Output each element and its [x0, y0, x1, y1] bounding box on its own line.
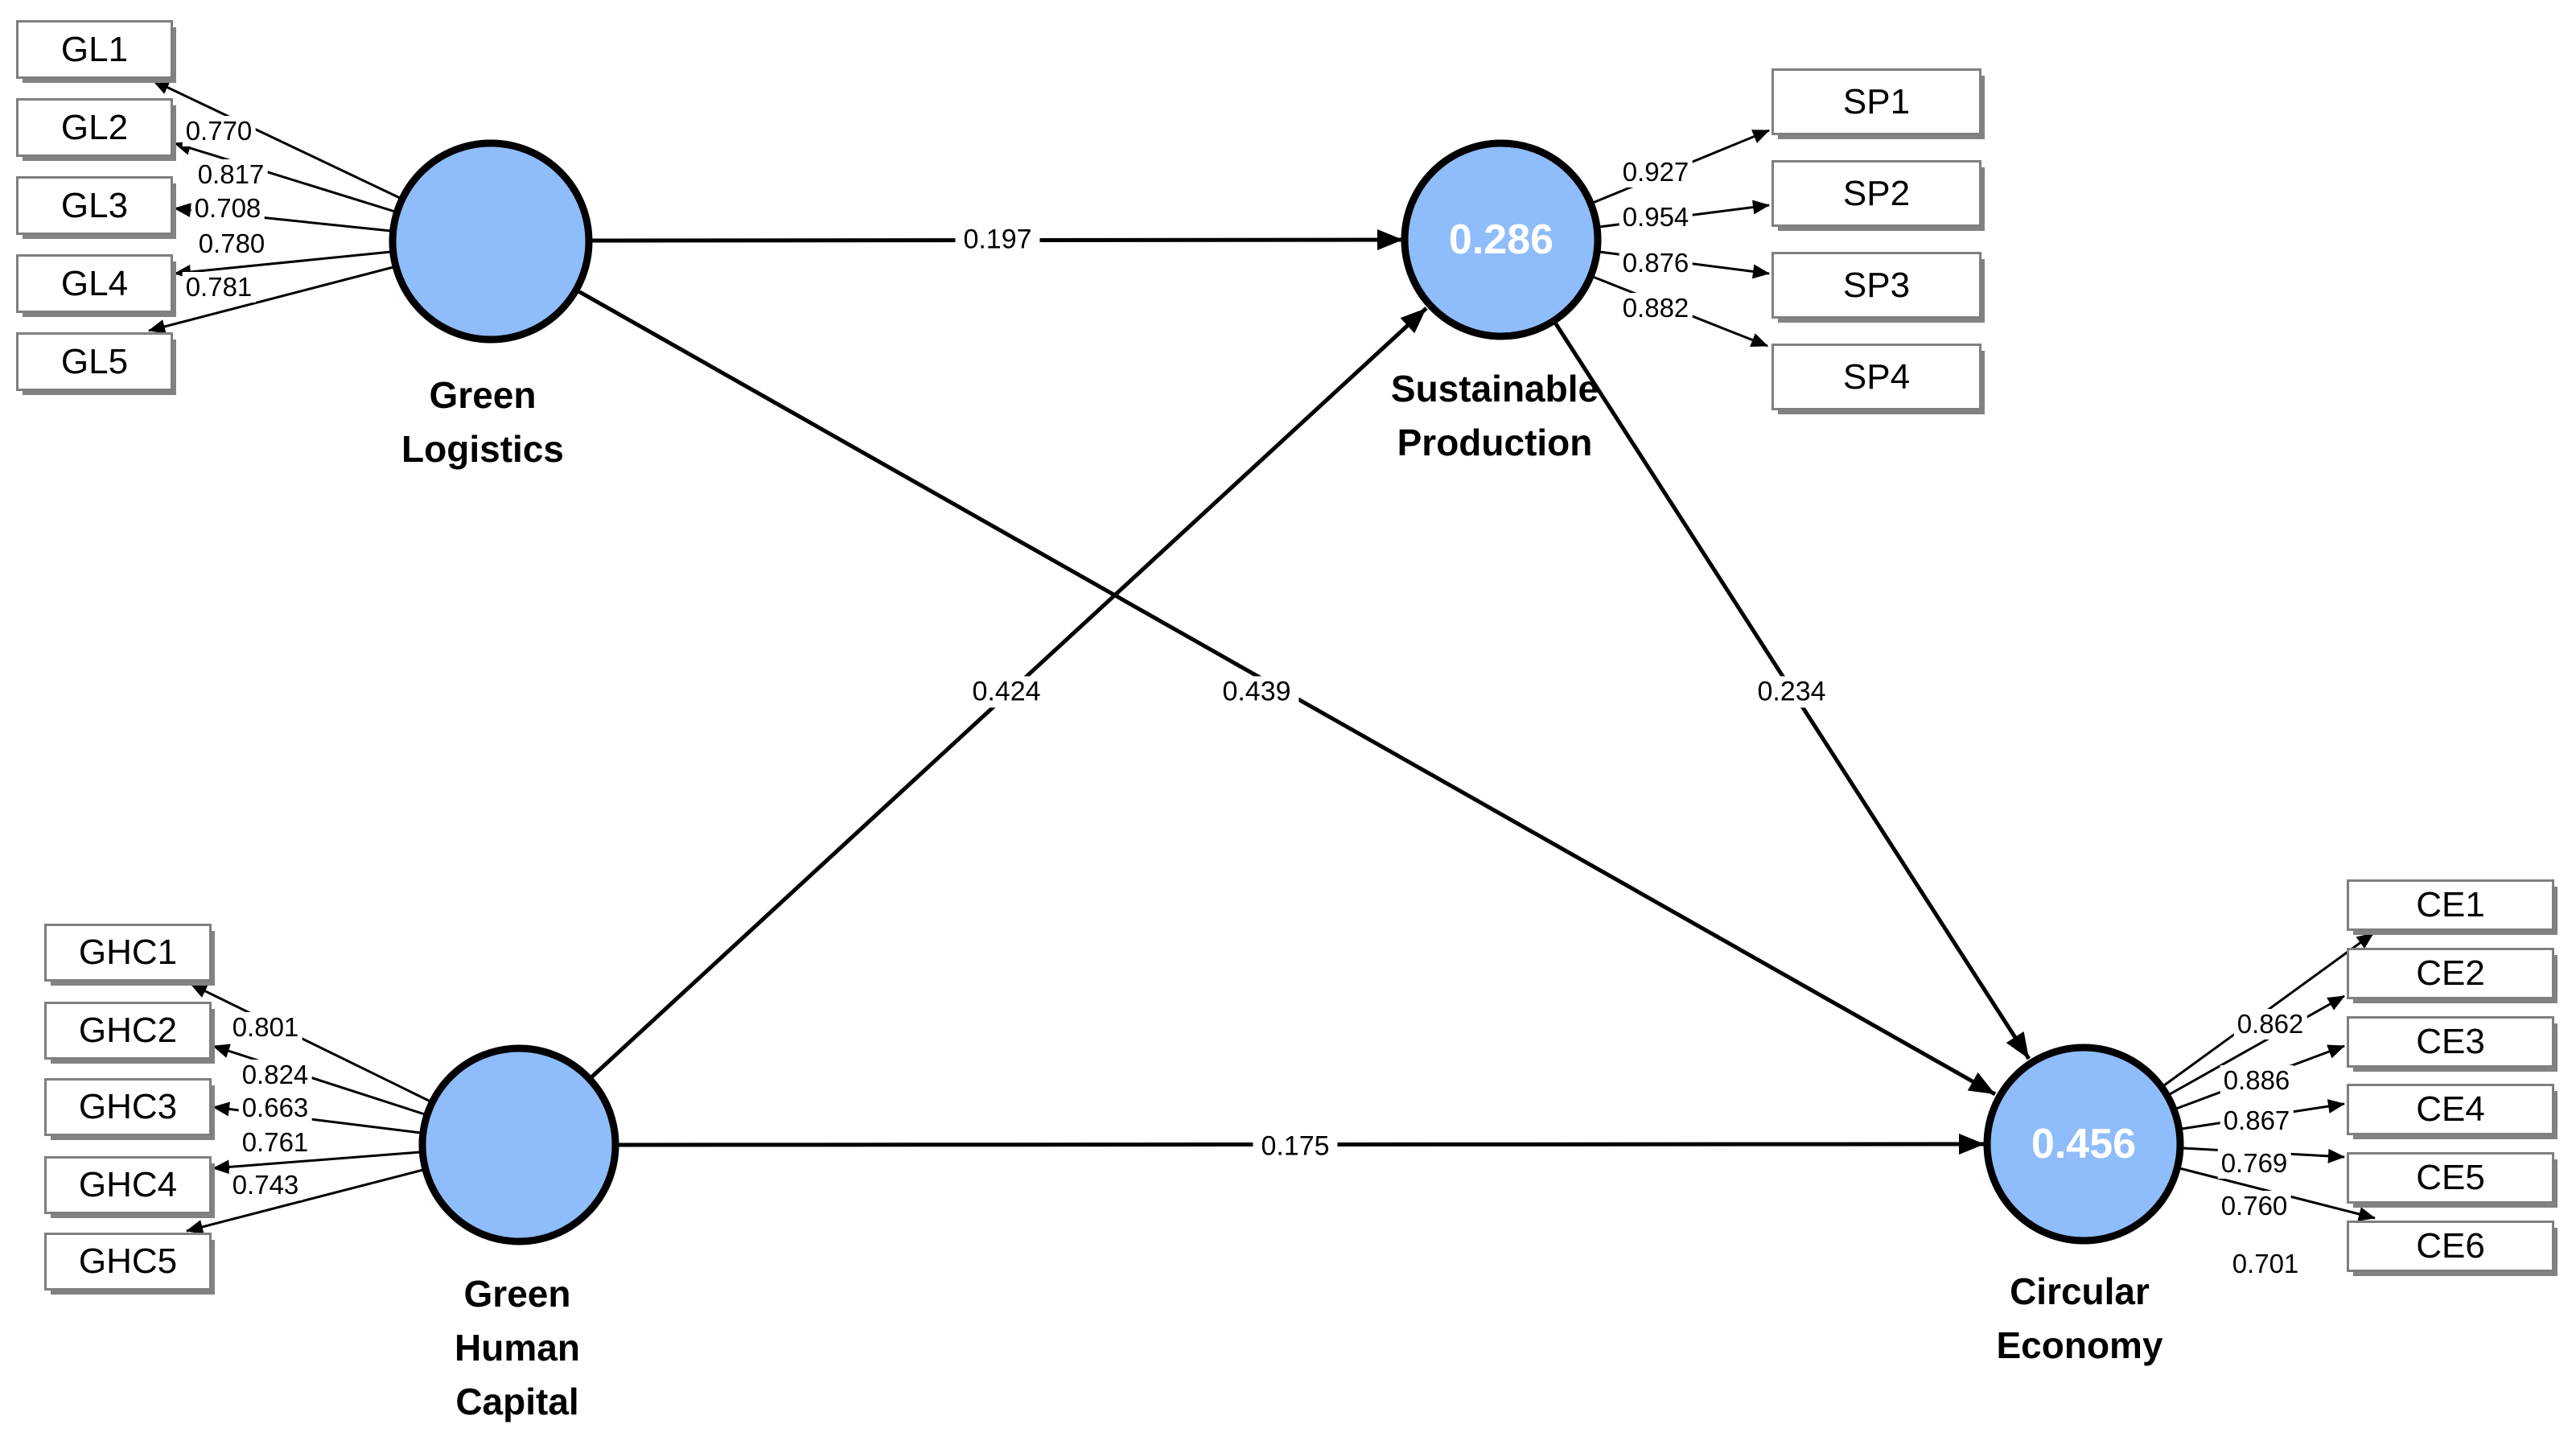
indicator-arrow-ghc4: [212, 1151, 421, 1175]
construct-circle-green-human-capital: [418, 1044, 619, 1245]
indicator-box-gl5: GL5: [16, 332, 173, 391]
indicator-label-gl3: GL3: [60, 185, 129, 225]
loading-ce4: 0.769: [2217, 1148, 2291, 1179]
construct-circle-sustainable-production: [1401, 139, 1602, 340]
indicator-label-sp2: SP2: [1842, 173, 1911, 213]
indicator-box-ce4: CE4: [2347, 1084, 2554, 1135]
indicator-arrow-gl5: [148, 266, 394, 334]
construct-name-green-logistics: Green Logistics: [401, 368, 564, 476]
loading-ghc2: 0.824: [238, 1060, 312, 1090]
indicator-label-gl5: GL5: [60, 341, 129, 381]
construct-name-line: Economy: [1996, 1324, 2163, 1366]
indicator-arrow-gl2: [174, 141, 396, 213]
construct-name-line: Production: [1397, 422, 1593, 463]
path-coefficient-sp-ce: 0.234: [1749, 676, 1834, 708]
indicator-label-sp4: SP4: [1842, 356, 1911, 397]
indicator-box-ce1: CE1: [2347, 879, 2554, 931]
indicator-label-ce3: CE3: [2416, 1022, 2485, 1061]
loading-gl4: 0.780: [195, 228, 269, 259]
loading-gl2: 0.817: [194, 159, 268, 190]
indicator-label-gl1: GL1: [60, 29, 129, 69]
loading-ce5: 0.760: [2217, 1191, 2291, 1221]
indicator-label-ghc1: GHC1: [78, 932, 178, 972]
construct-name-line: Circular: [2010, 1270, 2150, 1312]
loading-ce3: 0.867: [2220, 1105, 2294, 1136]
indicator-box-sp3: SP3: [1772, 252, 1981, 319]
loading-gl3: 0.708: [191, 193, 265, 224]
indicator-label-ce1: CE1: [2416, 885, 2485, 924]
construct-name-green-human-capital: Green Human Capital: [455, 1267, 580, 1429]
loading-ghc1: 0.801: [228, 1012, 302, 1043]
indicator-arrow-ce2: [2169, 994, 2345, 1096]
indicator-box-gl2: GL2: [16, 98, 173, 157]
construct-name-circular-economy: Circular Economy: [1996, 1265, 2162, 1373]
indicator-box-sp4: SP4: [1772, 344, 1981, 410]
loading-ce2: 0.886: [2220, 1065, 2294, 1096]
path-coefficient-ghc-ce: 0.175: [1253, 1130, 1338, 1163]
indicator-label-ghc4: GHC4: [78, 1165, 178, 1204]
indicator-box-ghc5: GHC5: [44, 1233, 212, 1291]
construct-name-line: Capital: [455, 1381, 579, 1422]
indicator-box-gl3: GL3: [16, 176, 173, 235]
indicator-box-ghc3: GHC3: [44, 1078, 212, 1136]
loading-sp1: 0.927: [1619, 157, 1693, 187]
indicator-arrow-gl1: [152, 79, 401, 200]
loading-gl1: 0.770: [182, 116, 256, 146]
construct-name-line: Green: [429, 374, 537, 416]
indicator-label-ghc5: GHC5: [78, 1241, 178, 1281]
indicator-box-ce3: CE3: [2347, 1016, 2554, 1068]
indicator-arrow-ghc2: [212, 1044, 426, 1116]
indicator-box-ghc2: GHC2: [44, 1002, 212, 1060]
loading-ce1: 0.862: [2233, 1009, 2307, 1039]
path-coefficient-ghc-sp: 0.424: [964, 676, 1049, 708]
path-coefficient-gl-sp: 0.197: [955, 224, 1040, 256]
indicator-box-ce6: CE6: [2347, 1221, 2554, 1272]
indicator-arrow-gl4: [174, 250, 392, 279]
indicator-box-sp2: SP2: [1772, 160, 1981, 227]
indicator-label-ghc3: GHC3: [78, 1087, 178, 1126]
indicator-label-gl4: GL4: [60, 263, 129, 303]
indicator-box-ce2: CE2: [2347, 948, 2554, 999]
construct-name-line: Human: [455, 1327, 580, 1369]
indicator-label-ghc2: GHC2: [78, 1011, 178, 1050]
r2-value-circular-economy: 0.456: [2031, 1121, 2137, 1167]
indicator-box-ce5: CE5: [2347, 1152, 2554, 1204]
loading-sp4: 0.882: [1619, 293, 1693, 323]
indicator-label-sp1: SP1: [1842, 81, 1911, 121]
loading-sp3: 0.876: [1619, 248, 1693, 278]
loading-sp2: 0.954: [1619, 202, 1693, 233]
path-coefficient-gl-ce: 0.439: [1214, 676, 1299, 708]
indicator-label-gl2: GL2: [60, 107, 129, 147]
indicator-arrow-ghc1: [190, 982, 431, 1103]
indicator-box-gl1: GL1: [16, 20, 173, 79]
indicator-arrow-ghc5: [186, 1168, 424, 1234]
indicator-box-sp1: SP1: [1772, 68, 1981, 135]
loading-ce6: 0.701: [2228, 1249, 2302, 1279]
indicator-label-ce5: CE5: [2416, 1158, 2485, 1197]
construct-name-sustainable-production: Sustainable Production: [1391, 362, 1599, 470]
construct-circle-circular-economy: [1983, 1044, 2184, 1245]
indicator-label-sp3: SP3: [1842, 265, 1911, 305]
loading-ghc5: 0.743: [228, 1170, 302, 1200]
construct-name-line: Sustainable: [1390, 368, 1599, 410]
loading-ghc3: 0.663: [238, 1093, 312, 1123]
r2-value-sustainable-production: 0.286: [1448, 216, 1554, 263]
loading-ghc4: 0.761: [238, 1127, 312, 1158]
indicator-box-ghc4: GHC4: [44, 1156, 212, 1214]
indicator-label-ce6: CE6: [2416, 1226, 2485, 1266]
loading-gl5: 0.781: [182, 272, 256, 303]
indicator-label-ce4: CE4: [2416, 1089, 2485, 1129]
construct-name-line: Green: [463, 1273, 571, 1315]
construct-name-line: Logistics: [401, 428, 564, 470]
indicator-box-ghc1: GHC1: [44, 924, 212, 982]
indicator-box-gl4: GL4: [16, 254, 173, 313]
indicator-label-ce2: CE2: [2416, 953, 2485, 993]
construct-circle-green-logistics: [389, 139, 593, 344]
